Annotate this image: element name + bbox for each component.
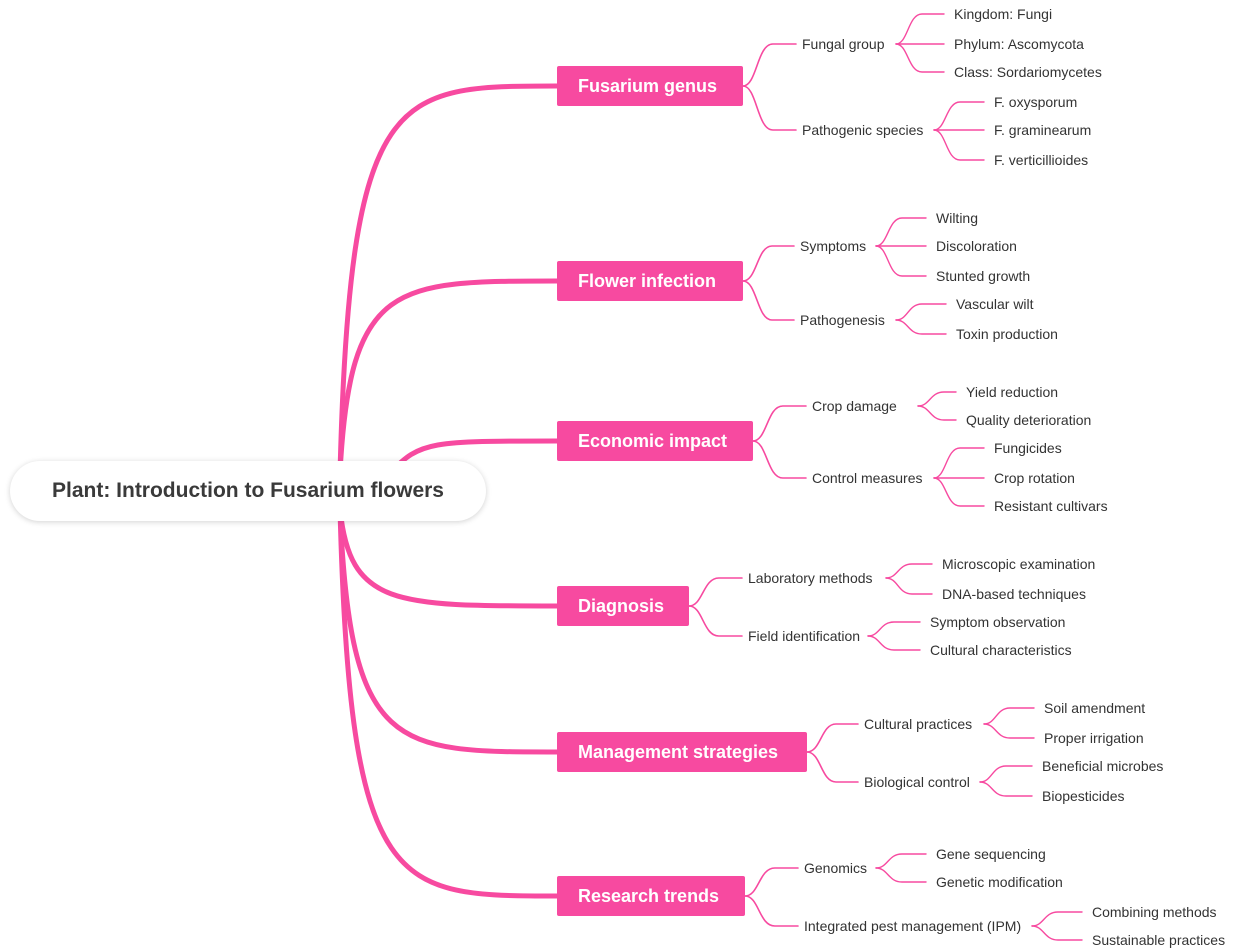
branch-connector [337,506,560,899]
branch-node[interactable]: Management strategies [557,732,807,772]
leaf-topic[interactable]: Yield reduction [966,384,1059,400]
sub-topic[interactable]: Pathogenesis [800,312,885,328]
leaf-topic[interactable]: Stunted growth [936,268,1031,284]
sub-connector [752,440,807,479]
leaf-connector [885,577,933,595]
sub-connector [688,605,743,637]
leaf-connector [875,853,927,869]
leaf-connector [895,43,945,73]
sub-topic[interactable]: Crop damage [812,398,897,414]
sub-topic[interactable]: Fungal group [802,36,885,52]
branch-connector [337,278,560,476]
sub-connector [806,723,859,753]
leaf-connector [979,781,1033,797]
sub-topic[interactable]: Laboratory methods [748,570,873,586]
root-topic[interactable]: Plant: Introduction to Fusarium flowers [10,461,486,521]
leaf-connector [895,303,947,321]
sub-connector [742,245,795,282]
leaf-topic[interactable]: Crop rotation [994,470,1075,486]
leaf-connector [933,447,985,479]
sub-connector [742,280,795,321]
leaf-topic[interactable]: Gene sequencing [936,846,1046,862]
leaf-connector [979,765,1033,783]
leaf-topic[interactable]: Genetic modification [936,874,1063,890]
sub-topic[interactable]: Cultural practices [864,716,973,732]
branch-node[interactable]: Fusarium genus [557,66,743,106]
sub-topic[interactable]: Biological control [864,774,970,790]
sub-connector [744,867,799,897]
branch-connector [337,83,560,476]
sub-connector [744,895,799,927]
sub-topic[interactable]: Pathogenic species [802,122,924,138]
leaf-topic[interactable]: Fungicides [994,440,1062,456]
leaf-topic[interactable]: Class: Sordariomycetes [954,64,1102,80]
leaf-connector [1031,925,1083,941]
leaf-topic[interactable]: Resistant cultivars [994,498,1108,514]
leaf-topic[interactable]: Phylum: Ascomycota [954,36,1084,52]
sub-topic[interactable]: Control measures [812,470,923,486]
branch-node[interactable]: Research trends [557,876,745,916]
branch-node[interactable]: Diagnosis [557,586,689,626]
sub-connector [806,751,859,783]
sub-connector [742,85,797,131]
leaf-topic[interactable]: Biopesticides [1042,788,1125,804]
leaf-connector [867,621,921,637]
leaf-topic[interactable]: Proper irrigation [1044,730,1144,746]
leaf-topic[interactable]: Microscopic examination [942,556,1096,572]
leaf-connector [875,217,927,247]
leaf-topic[interactable]: DNA-based techniques [942,586,1086,602]
leaf-connector [895,13,945,45]
sub-connector [688,577,743,607]
branch-node[interactable]: Flower infection [557,261,743,301]
leaf-connector [895,319,947,335]
branch-connector [337,506,560,755]
leaf-connector [933,129,985,161]
leaf-topic[interactable]: Cultural characteristics [930,642,1072,658]
sub-connector [742,43,797,87]
sub-connector [752,405,807,442]
leaf-connector [983,707,1035,725]
leaf-connector [917,391,957,407]
leaf-topic[interactable]: Discoloration [936,238,1017,254]
sub-topic[interactable]: Symptoms [800,238,867,254]
leaf-topic[interactable]: Soil amendment [1044,700,1146,716]
leaf-topic[interactable]: Kingdom: Fungi [954,6,1053,22]
leaf-connector [885,563,933,579]
leaf-connector [917,405,957,421]
sub-topic[interactable]: Genomics [804,860,868,876]
leaf-topic[interactable]: Wilting [936,210,979,226]
leaf-topic[interactable]: Quality deterioration [966,412,1092,428]
branch-node[interactable]: Economic impact [557,421,753,461]
leaf-connector [875,867,927,883]
leaf-connector [867,635,921,651]
leaf-topic[interactable]: F. verticillioides [994,152,1089,168]
leaf-topic[interactable]: F. oxysporum [994,94,1078,110]
leaf-topic[interactable]: Vascular wilt [956,296,1034,312]
leaf-connector [983,723,1035,739]
leaf-topic[interactable]: Symptom observation [930,614,1066,630]
leaf-topic[interactable]: Combining methods [1092,904,1217,920]
leaf-connector [933,101,985,131]
branch-connector [337,506,560,609]
leaf-connector [933,477,985,507]
leaf-topic[interactable]: Sustainable practices [1092,932,1226,948]
leaf-connector [1031,911,1083,927]
sub-topic[interactable]: Integrated pest management (IPM) [804,918,1022,934]
leaf-connector [875,245,927,277]
leaf-topic[interactable]: F. graminearum [994,122,1092,138]
sub-topic[interactable]: Field identification [748,628,861,644]
leaf-topic[interactable]: Toxin production [956,326,1058,342]
leaf-topic[interactable]: Beneficial microbes [1042,758,1164,774]
